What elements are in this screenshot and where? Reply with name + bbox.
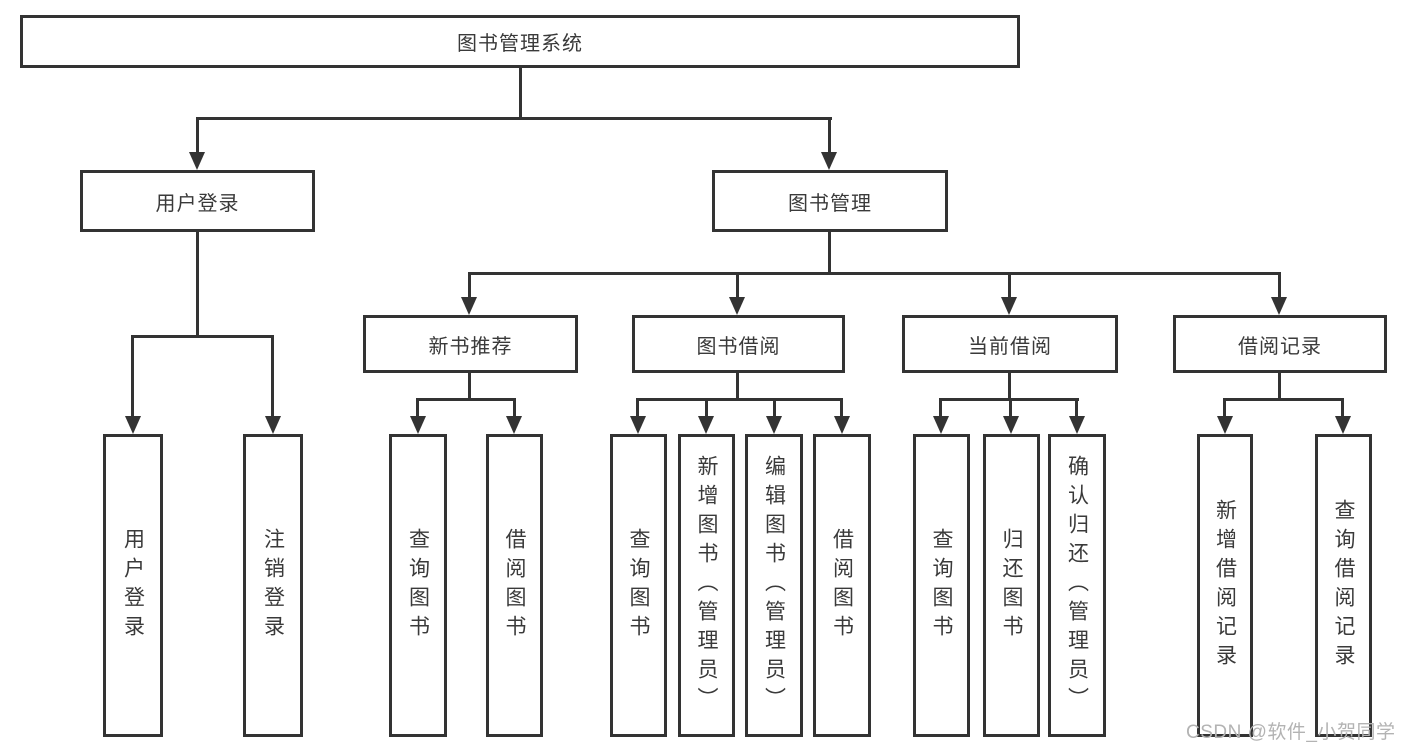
arrow-down-icon <box>1003 416 1019 434</box>
connector-line <box>1008 373 1011 398</box>
connector-line <box>519 68 522 117</box>
connector-line <box>513 398 516 416</box>
arrow-down-icon <box>630 416 646 434</box>
leaf-edit-books-admin: 编辑图书（管理员） <box>745 434 803 737</box>
connector-line <box>1278 373 1281 398</box>
connector-line <box>1223 398 1344 401</box>
connector-line <box>416 398 516 401</box>
leaf-add-books-admin: 新增图书（管理员） <box>678 434 735 737</box>
connector-line <box>1009 398 1012 416</box>
connector-line <box>131 335 134 416</box>
arrow-down-icon <box>1001 297 1017 315</box>
arrow-down-icon <box>1335 416 1351 434</box>
connector-line <box>828 232 831 272</box>
connector-line <box>1223 398 1226 416</box>
leaf-borrow-books-1: 借阅图书 <box>486 434 543 737</box>
arrow-down-icon <box>834 416 850 434</box>
connector-line <box>939 398 942 416</box>
arrow-down-icon <box>1217 416 1233 434</box>
connector-line <box>773 398 776 416</box>
arrow-down-icon <box>729 297 745 315</box>
leaf-user-login: 用户登录 <box>103 434 163 737</box>
arrow-down-icon <box>933 416 949 434</box>
connector-line <box>1075 398 1078 416</box>
connector-line <box>416 398 419 416</box>
leaf-query-books-3: 查询图书 <box>913 434 970 737</box>
connector-line <box>196 117 199 152</box>
arrow-down-icon <box>125 416 141 434</box>
connector-line <box>736 373 739 398</box>
connector-line <box>196 232 199 335</box>
node-book-management: 图书管理 <box>712 170 948 232</box>
arrow-down-icon <box>265 416 281 434</box>
node-borrowing-records: 借阅记录 <box>1173 315 1387 373</box>
connector-line <box>468 272 1281 275</box>
node-root-book-management-system: 图书管理系统 <box>20 15 1020 68</box>
connector-line <box>736 272 739 297</box>
arrow-down-icon <box>506 416 522 434</box>
node-book-borrowing: 图书借阅 <box>632 315 845 373</box>
connector-line <box>1341 398 1344 416</box>
leaf-borrow-books-2: 借阅图书 <box>813 434 871 737</box>
connector-line <box>468 272 471 297</box>
connector-line <box>271 335 274 416</box>
node-new-book-recommendation: 新书推荐 <box>363 315 578 373</box>
leaf-query-books-2: 查询图书 <box>610 434 667 737</box>
connector-line <box>705 398 708 416</box>
node-user-login: 用户登录 <box>80 170 315 232</box>
arrow-down-icon <box>1069 416 1085 434</box>
connector-line <box>636 398 639 416</box>
leaf-query-books-1: 查询图书 <box>389 434 447 737</box>
csdn-watermark: CSDN @软件_小贺同学 <box>1186 722 1396 743</box>
node-current-borrowing: 当前借阅 <box>902 315 1118 373</box>
arrow-down-icon <box>766 416 782 434</box>
connector-line <box>840 398 843 416</box>
connector-line <box>196 117 832 120</box>
arrow-down-icon <box>410 416 426 434</box>
leaf-return-books: 归还图书 <box>983 434 1040 737</box>
leaf-query-borrow-record: 查询借阅记录 <box>1315 434 1372 737</box>
connector-line <box>1008 272 1011 297</box>
leaf-confirm-return-admin: 确认归还（管理员） <box>1048 434 1106 737</box>
leaf-logout: 注销登录 <box>243 434 303 737</box>
arrow-down-icon <box>189 152 205 170</box>
connector-line <box>1278 272 1281 297</box>
connector-line <box>636 398 843 401</box>
connector-line <box>828 117 831 152</box>
connector-line <box>131 335 274 338</box>
arrow-down-icon <box>821 152 837 170</box>
arrow-down-icon <box>698 416 714 434</box>
connector-line <box>468 373 471 398</box>
arrow-down-icon <box>461 297 477 315</box>
leaf-add-borrow-record: 新增借阅记录 <box>1197 434 1253 737</box>
arrow-down-icon <box>1271 297 1287 315</box>
